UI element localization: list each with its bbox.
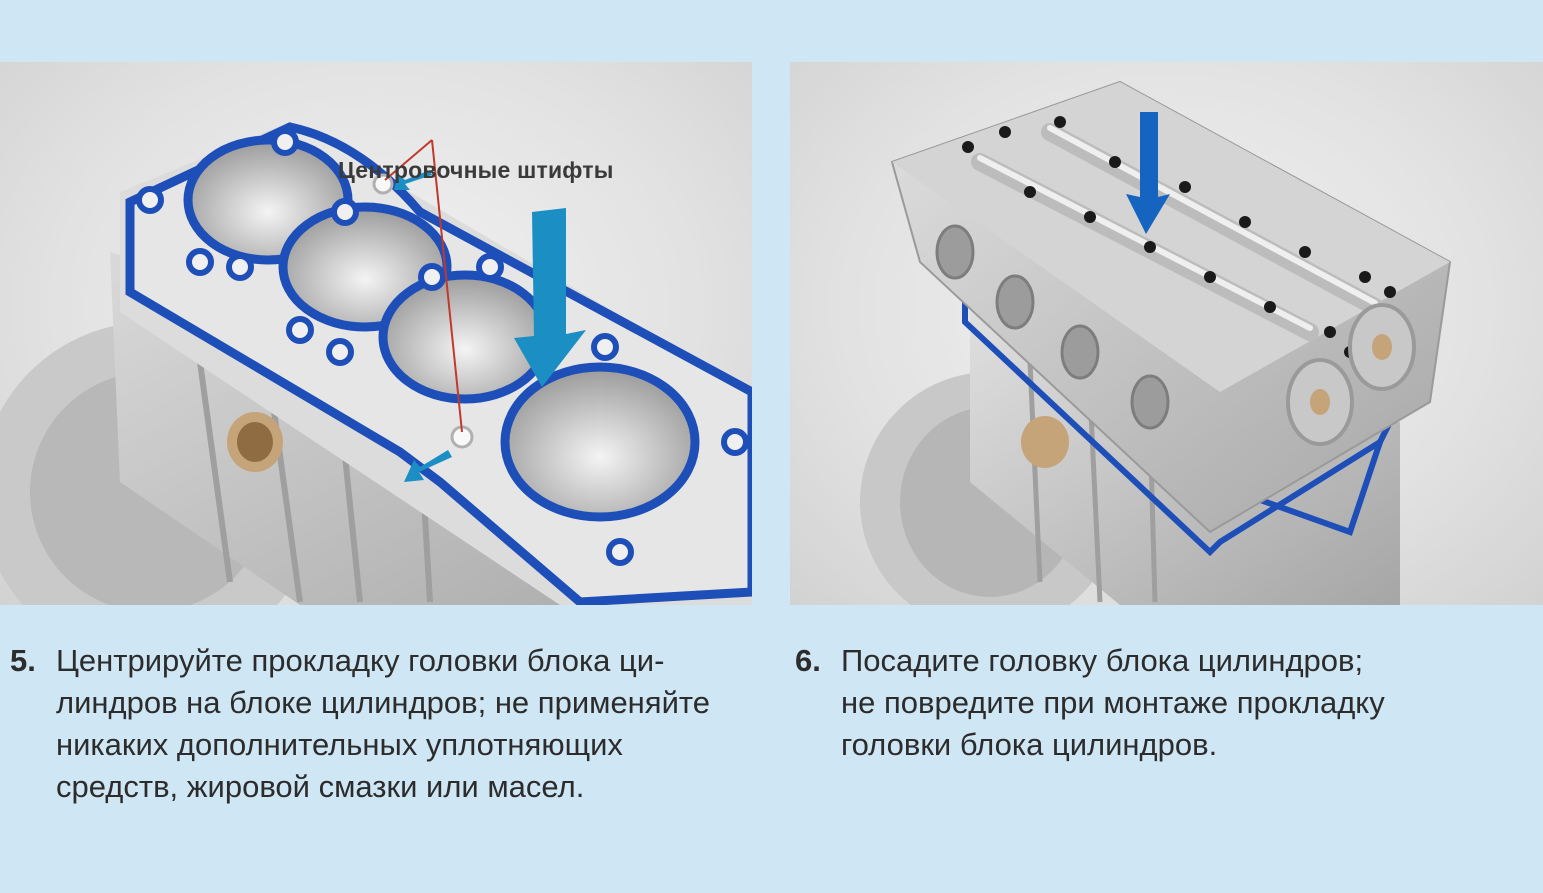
step-text: Центрируйте прокладку головки блока ци- … bbox=[56, 640, 750, 808]
step-5-instruction: 5. Центрируйте прокладку головки блока ц… bbox=[10, 640, 750, 808]
step-6-instruction: 6. Посадите головку блока цилиндров; не … bbox=[795, 640, 1535, 766]
step-text-line: Центрируйте прокладку головки блока ци- bbox=[56, 643, 665, 678]
step-text-line: не повредите при монтаже прокладку bbox=[841, 685, 1385, 720]
cylinder-head-illustration bbox=[860, 80, 1452, 605]
step-text-line: средств, жировой смазки или масел. bbox=[56, 769, 585, 804]
step-text-line: Посадите головку блока цилиндров; bbox=[841, 643, 1364, 678]
illustration-gasket-on-block: Центровочные штифты bbox=[0, 62, 752, 605]
step-text: Посадите головку блока цилиндров; не пов… bbox=[841, 640, 1535, 766]
engine-block-illustration bbox=[0, 122, 752, 605]
step-text-line: линдров на блоке цилиндров; не применяйт… bbox=[56, 685, 710, 720]
step-number: 6. bbox=[795, 643, 821, 678]
step-number: 5. bbox=[10, 643, 36, 678]
callout-dowel-pins: Центровочные штифты bbox=[338, 157, 614, 183]
step-text-line: головки блока цилиндров. bbox=[841, 727, 1218, 762]
illustration-head-on-block bbox=[790, 62, 1543, 605]
step-text-line: никаких дополнительных уплотняющих bbox=[56, 727, 623, 762]
